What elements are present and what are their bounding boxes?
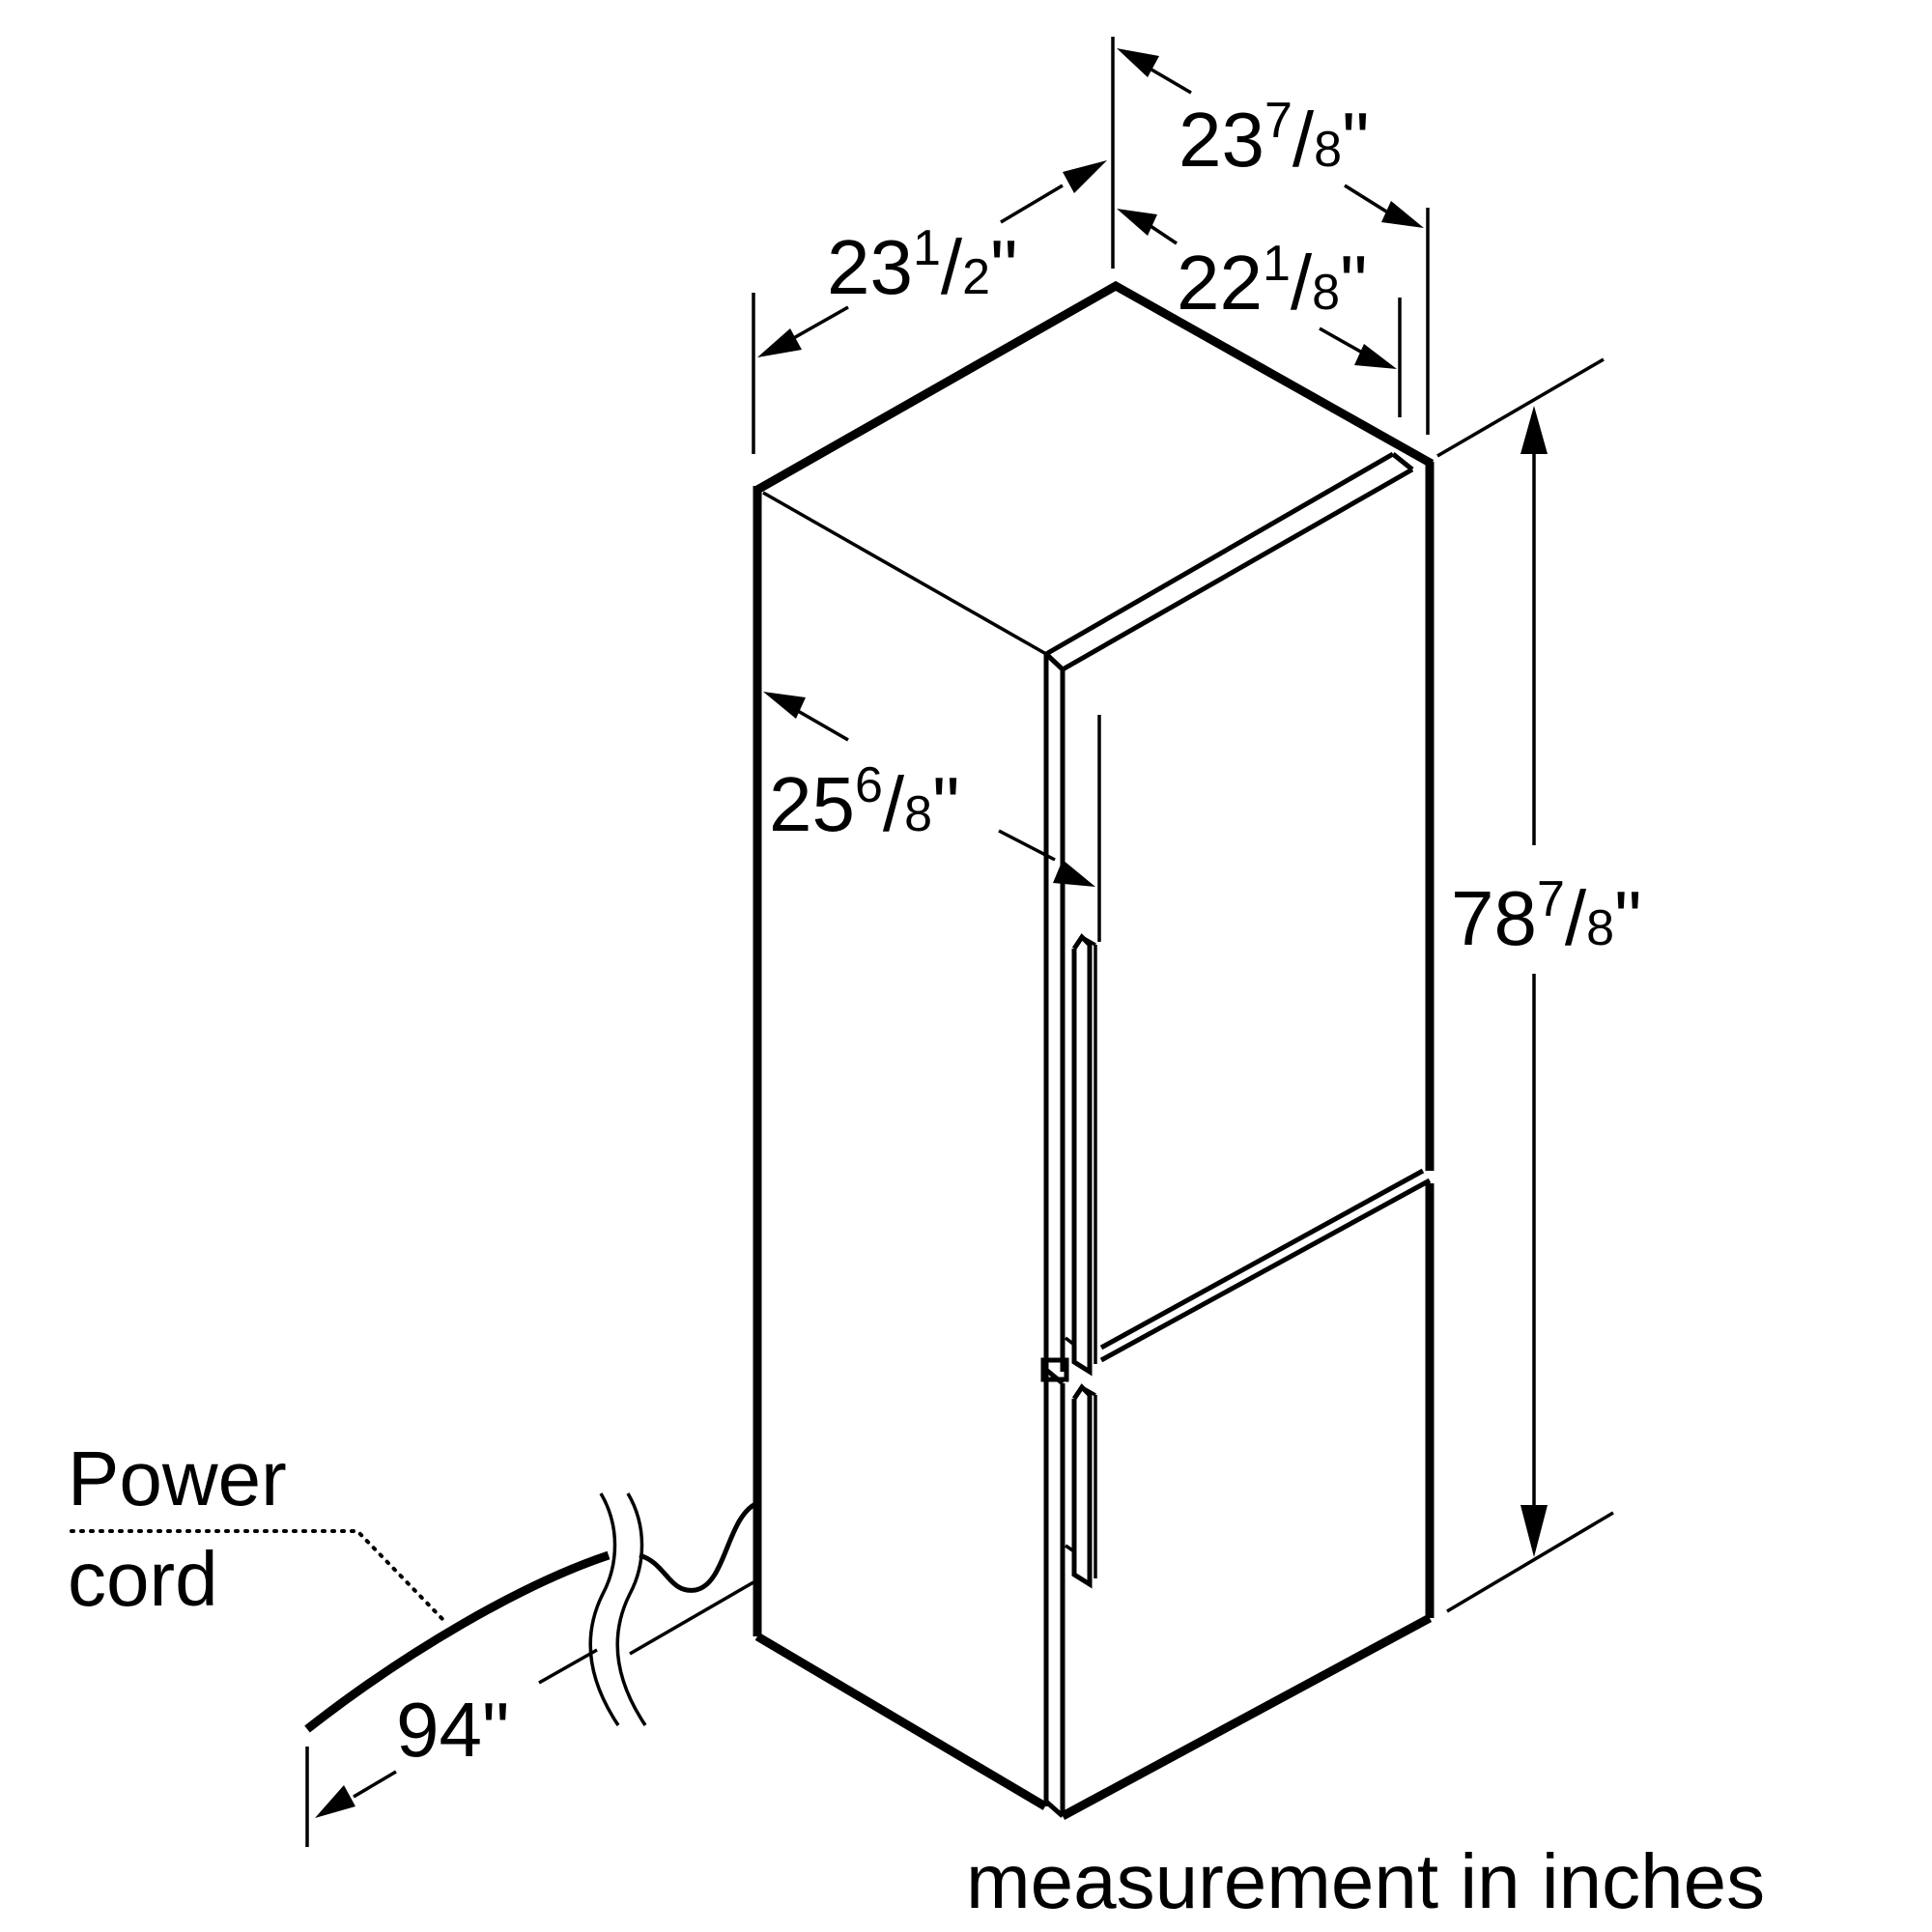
label-height: 787/8" xyxy=(1451,871,1641,961)
door-hinge xyxy=(1040,1357,1069,1382)
upper-handle-cap xyxy=(1081,935,1096,947)
door-top-corner xyxy=(1044,652,1065,671)
dim-line-segment xyxy=(998,829,1056,862)
cabinet-bottom-left-edge xyxy=(754,1633,1048,1810)
arrow-head xyxy=(757,328,802,357)
dim-line-segment xyxy=(1000,184,1064,224)
dim-line-segment xyxy=(1151,68,1192,95)
cord-dim-segment xyxy=(538,1648,598,1685)
lower-handle-stub xyxy=(1065,1544,1075,1553)
lower-handle xyxy=(1071,1383,1093,1589)
arrow-head xyxy=(763,692,806,719)
arrow-head-up xyxy=(1520,406,1548,454)
arrow-head xyxy=(315,1785,355,1818)
extension-line-top xyxy=(1436,357,1605,458)
power-cord-leader xyxy=(70,1529,444,1621)
label-door-open: 256/8" xyxy=(769,757,959,847)
upper-handle-stub xyxy=(1064,1336,1076,1347)
dim-line-segment xyxy=(797,709,849,742)
cord-base-line xyxy=(629,1580,754,1656)
upper-door-top-edge-2 xyxy=(1061,467,1414,672)
lower-handle-cap xyxy=(1081,1385,1096,1397)
label-depth-body: 221/8" xyxy=(1177,236,1367,326)
door-divider-edge-1 xyxy=(1099,1168,1425,1350)
lower-door-bottom-corner xyxy=(1044,1800,1065,1818)
door-handles xyxy=(1064,933,1097,1589)
dim-line-segment xyxy=(1319,327,1365,355)
label-power-cord-line1: Power xyxy=(68,1435,287,1521)
extension-line-bottom xyxy=(1446,1511,1614,1613)
footer-caption: measurement in inches xyxy=(966,1838,1765,1924)
door-divider-edge-2 xyxy=(1099,1178,1432,1363)
break-mark-1 xyxy=(588,1492,620,1726)
power-cord xyxy=(70,1492,759,1847)
cabinet-outline xyxy=(753,280,1435,1820)
arrow-head-down xyxy=(1520,1505,1548,1557)
arrow-head xyxy=(1063,160,1107,193)
dimension-depth-top xyxy=(1111,37,1430,435)
label-depth-top: 237/8" xyxy=(1179,93,1369,183)
cabinet-bottom-right-edge xyxy=(1060,1614,1433,1820)
label-power-cord-line2: cord xyxy=(68,1536,218,1622)
break-mark-2 xyxy=(615,1492,647,1726)
arrow-head xyxy=(1053,860,1095,887)
upper-door-corner xyxy=(1391,452,1414,471)
cord-wave xyxy=(639,1500,759,1593)
cord-arc xyxy=(304,1550,611,1733)
dimension-width xyxy=(752,160,1107,454)
door-panels xyxy=(1040,451,1432,1818)
arrow-head xyxy=(1381,201,1424,228)
upper-handle xyxy=(1071,933,1093,1377)
dim-line-segment xyxy=(1344,184,1392,216)
arrow-head xyxy=(1117,48,1159,77)
dimension-height xyxy=(1436,357,1614,1613)
label-width: 231/2" xyxy=(827,220,1017,310)
dim-line-segment xyxy=(1147,222,1178,245)
cord-dim-segment xyxy=(353,1770,397,1799)
cabinet-top-front-edge xyxy=(762,491,1047,656)
dim-line-segment xyxy=(789,305,849,342)
label-cord-length: 94" xyxy=(396,1687,509,1773)
upper-door-top-edge-1 xyxy=(1044,451,1395,657)
arrow-head xyxy=(1354,344,1397,369)
dimension-depth-body xyxy=(1117,209,1402,417)
arrow-head xyxy=(1117,209,1157,236)
dimension-door-open xyxy=(763,692,1101,942)
cabinet-top-back-edges xyxy=(754,280,1435,494)
